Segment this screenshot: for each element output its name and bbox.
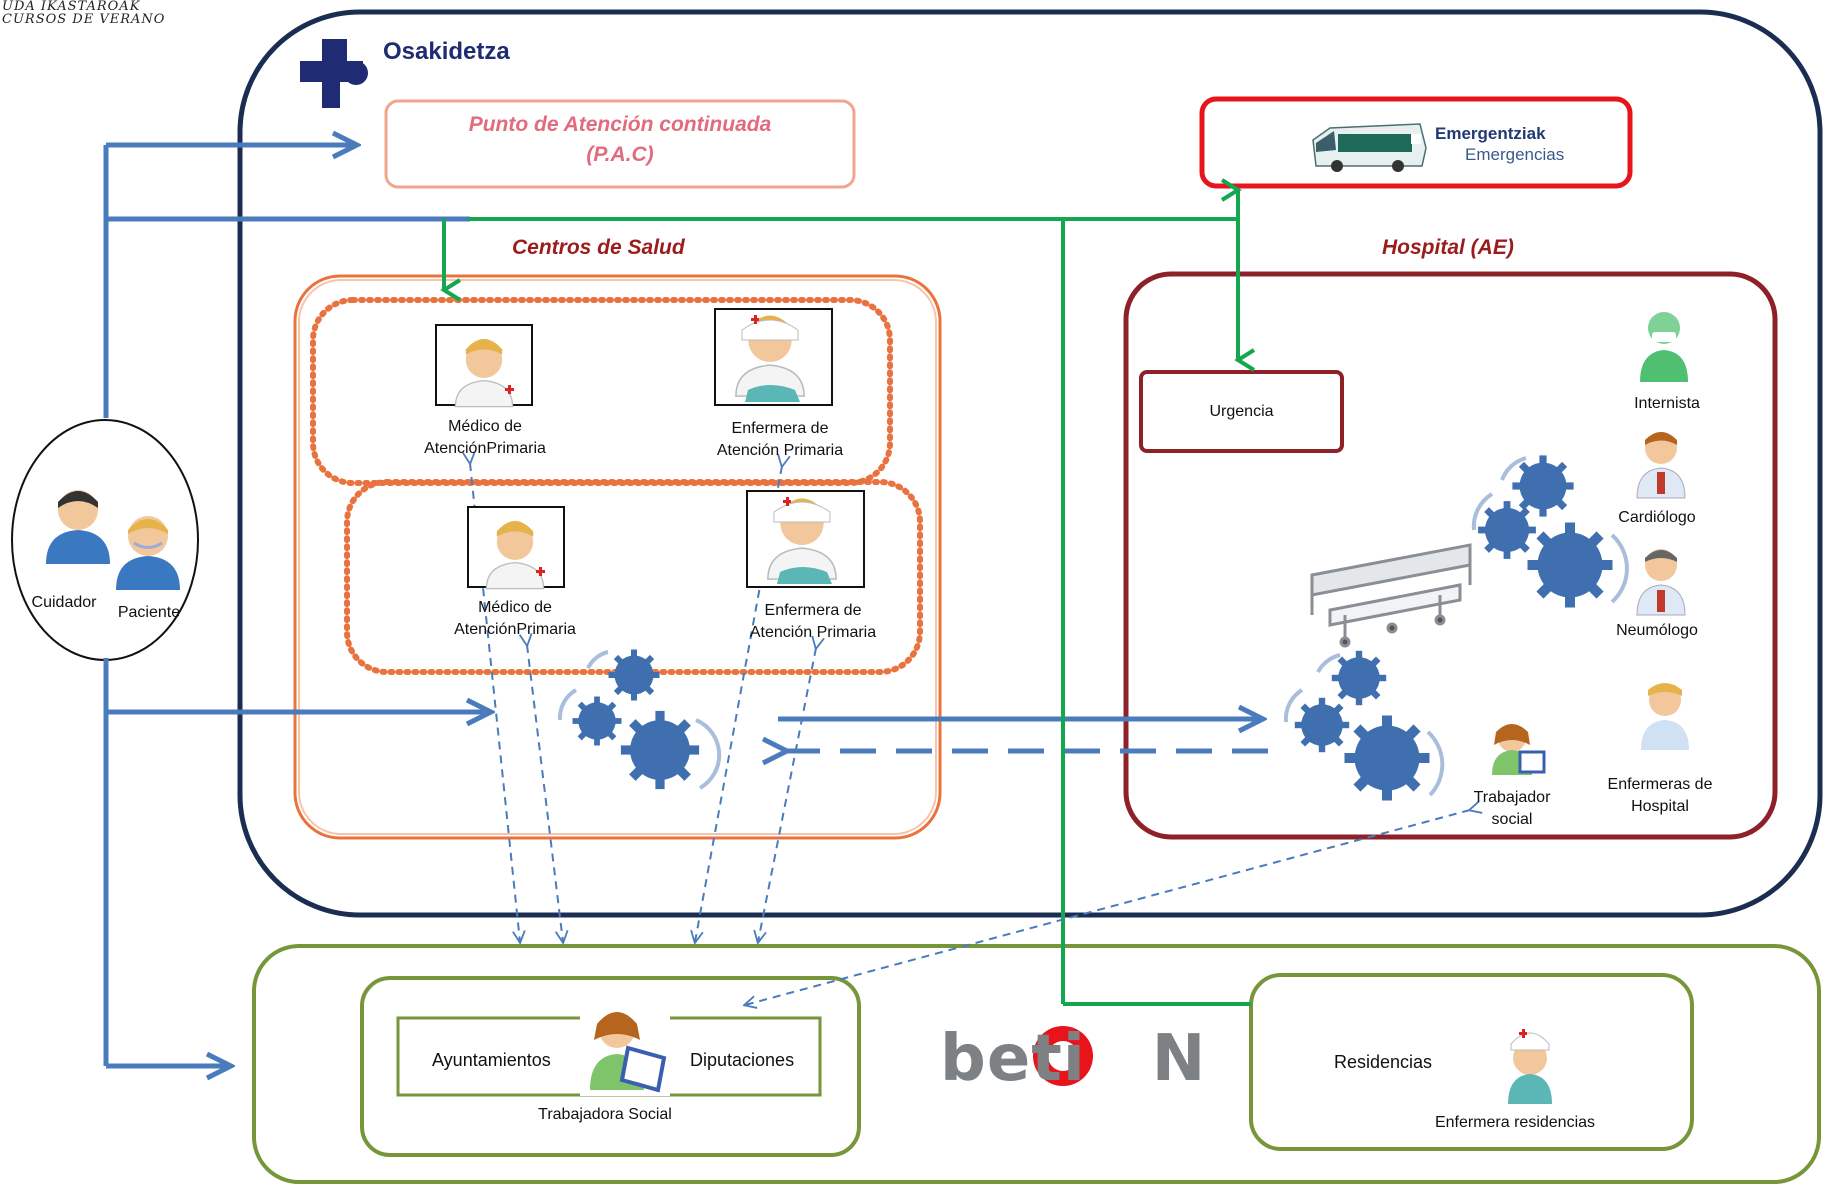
medico-1-line-1: Médico de: [448, 418, 522, 435]
enfermeras-hospital-line-2: Hospital: [1631, 798, 1689, 815]
cardiologo-label: Cardiólogo: [1618, 509, 1696, 526]
trabajadora-social-label: Trabajadora Social: [538, 1106, 672, 1123]
betion-n: N: [1151, 1022, 1207, 1096]
medico-2-icon: [467, 506, 565, 590]
neumologo-icon: [1636, 549, 1686, 616]
emergentziak-label: Emergentziak: [1435, 124, 1546, 143]
neumologo-label: Neumólogo: [1616, 622, 1698, 639]
patient-flow-lines: [103, 145, 1268, 1066]
betion-text: beti: [940, 1022, 1086, 1096]
enfermera-2-line-1: Enfermera de: [764, 602, 862, 619]
enfermera-2-label: Enfermera de Atención Primaria: [703, 600, 923, 644]
enfermera-1-icon: [714, 308, 833, 406]
logo-line-1: UDA IKASTAROAK: [2, 0, 141, 14]
social-services-box: [360, 976, 861, 1157]
ambulance-icon: [1312, 123, 1427, 172]
osakidetza-logo-icon: [300, 39, 368, 108]
trabajador-line-2: social: [1491, 811, 1533, 828]
trabajador-line-1: Trabajador: [1473, 789, 1551, 806]
urgencia-box: [1139, 370, 1344, 453]
cuidador-label: Cuidador: [31, 594, 97, 611]
emergencias-label: Emergencias: [1465, 145, 1565, 164]
residencias-label: Residencias: [1334, 1052, 1433, 1072]
betion-o-icon: [1033, 1026, 1093, 1086]
enfermera-residencias-label: Enfermera residencias: [1434, 1114, 1596, 1131]
paciente-label: Paciente: [117, 604, 181, 621]
diputaciones-label: Diputaciones: [690, 1050, 795, 1070]
enfermera-2-icon: [746, 490, 865, 588]
cursos-verano-logo: UDA IKASTAROAK CURSOS DE VERANO: [2, 0, 165, 26]
cardiologo-icon: [1636, 432, 1686, 499]
ayuntamientos-label: Ayuntamientos: [432, 1050, 551, 1070]
medico-1-label: Médico de AtenciónPrimaria: [380, 416, 590, 460]
centros-salud-title: Centros de Salud: [512, 236, 685, 259]
pac-line-2: (P.A.C): [586, 143, 654, 166]
internista-label: Internista: [1634, 395, 1700, 412]
paciente-icon: [116, 516, 180, 590]
enfermera-2-line-2: Atención Primaria: [749, 624, 877, 641]
enfermera-1-line-2: Atención Primaria: [716, 442, 844, 459]
enfermeras-hospital-label: Enfermeras de Hospital: [1580, 774, 1740, 818]
medico-1-line-2: AtenciónPrimaria: [424, 440, 546, 457]
trabajador-social-hospital-icon: [1492, 724, 1546, 775]
betion-logo: beti N: [940, 1022, 1206, 1096]
centros-salud-box: [293, 274, 942, 840]
medico-2-line-2: AtenciónPrimaria: [454, 621, 576, 638]
enfermera-1-label: Enfermera de Atención Primaria: [670, 418, 890, 462]
hospital-bed-icon: [1310, 543, 1472, 648]
cuidador-icon: [40, 478, 114, 566]
dashed-coordination-arrows: [470, 463, 1470, 1005]
enfermeras-hospital-line-1: Enfermeras de: [1607, 776, 1713, 793]
trabajadora-social-icon: [580, 1006, 670, 1096]
enfermera-residencias-icon: [1508, 1029, 1552, 1104]
enfermera-1-line-1: Enfermera de: [731, 420, 829, 437]
logo-line-2: CURSOS DE VERANO: [2, 12, 166, 27]
medico-2-label: Médico de AtenciónPrimaria: [410, 597, 620, 641]
urgencia-label: Urgencia: [1209, 403, 1274, 420]
pac-box: [384, 99, 856, 189]
gears-hospital-upper-icon: [1471, 455, 1629, 608]
internista-icon: [1640, 312, 1688, 382]
pac-label: Punto de Atención continuada (P.A.C): [385, 110, 855, 170]
medico-2-line-1: Médico de: [478, 599, 552, 616]
gears-centros-icon: [557, 649, 722, 790]
pac-line-1: Punto de Atención continuada: [468, 113, 772, 136]
osakidetza-title: Osakidetza: [383, 38, 510, 65]
enfermeras-hospital-icon: [1641, 683, 1689, 750]
hospital-title: Hospital (AE): [1382, 236, 1514, 259]
medico-1-icon: [435, 324, 533, 408]
trabajador-social-label: Trabajador social: [1450, 787, 1574, 831]
gears-hospital-lower-icon: [1283, 650, 1445, 801]
